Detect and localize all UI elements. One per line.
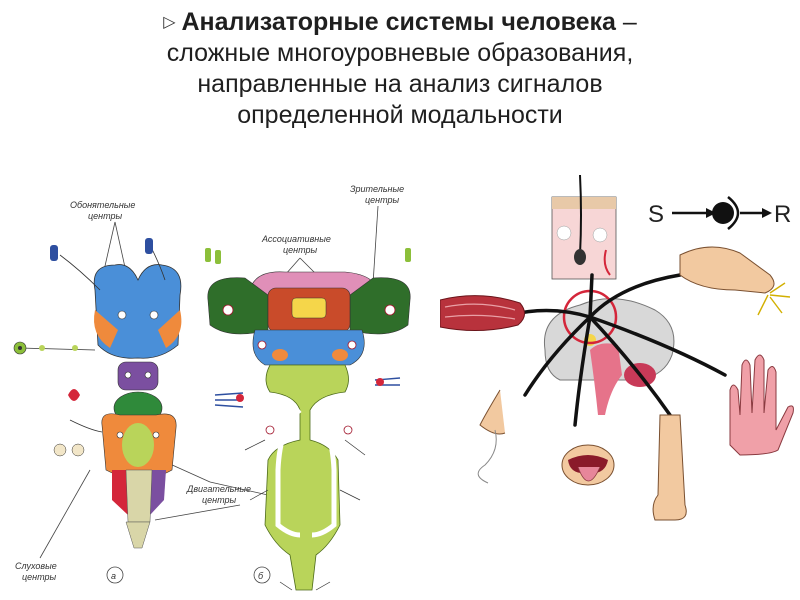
label-motor-2: центры [202,495,237,505]
finger-touch-icon [679,246,791,316]
label-olfactory-2: центры [88,211,123,221]
slide-title: ▷ Анализаторные системы человека – сложны… [0,6,800,131]
olfactory-receptor-icon [50,238,153,261]
label-associative-1: Ассоциативные [261,234,331,244]
title-dash: – [615,8,637,36]
label-motor-1: Двигательные [186,484,251,494]
muscle-icon [440,295,525,332]
nose-icon [477,389,506,484]
muscle-receptor-icon [214,377,401,408]
ear-receptor-icon [53,389,85,457]
neuron-arrow-icon [672,196,772,230]
title-line-2: сложные многоуровневые образования, [166,39,634,67]
label-associative-2: центры [283,245,318,255]
bullet-icon: ▷ [163,12,176,31]
title-line-4: определенной модальности [237,101,563,129]
visual-receptor-icon [205,248,411,264]
title-bold: Анализаторные системы человека [181,8,616,36]
response-label: R [774,201,791,228]
panel-a-brain [13,238,182,549]
mouth-tongue-icon [561,444,615,486]
stimulus-label: S [648,201,664,228]
label-auditory-2: центры [22,572,57,582]
panel-b-brain [205,248,411,591]
eye-receptor-icon [13,341,78,355]
label-visual-2: центры [365,195,400,205]
panel-label-b: б [258,571,264,581]
label-auditory-1: Слуховые [15,561,57,571]
title-line-3: направленные на анализ сигналов [197,70,603,98]
panel-label-a: а [111,571,116,581]
analyzer-centers-diagram: Обонятельные центры Зрительные центры Ас… [13,184,411,591]
label-visual-1: Зрительные [350,184,404,194]
foot-icon [652,414,687,521]
label-olfactory-1: Обонятельные [70,200,135,210]
sensory-convergence-diagram: S R [440,175,794,521]
palm-hand-icon [729,354,794,456]
skin-section-icon [551,175,617,280]
